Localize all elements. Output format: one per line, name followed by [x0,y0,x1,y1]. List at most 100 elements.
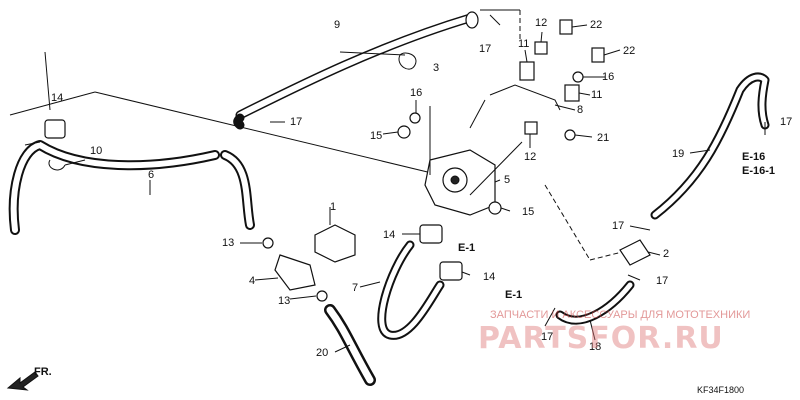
callout-13a: 13 [222,237,234,249]
callout-17f: 17 [780,116,792,128]
section-ref-e16: E-16 [742,151,765,163]
joint-2 [619,239,651,266]
leader-line [629,225,651,231]
clamp-14-low [439,261,463,281]
o-ring-13b [316,290,328,302]
fitting-12a [534,41,548,55]
leader-line [627,274,641,281]
front-arrow-label: FR. [34,366,52,378]
leader-line [461,271,471,276]
hose-20-inner [326,306,374,384]
section-ref-e16-1: E-16-1 [742,165,775,177]
leader-line [647,251,661,256]
hose-6 [8,140,220,235]
bolt-22a [559,19,573,35]
fitting-11b [564,84,580,102]
callout-12a: 12 [535,17,547,29]
section-ref-e1-upper: E-1 [458,242,475,254]
clamp-14-left [44,119,66,139]
hose-7 [377,240,445,340]
leader-line [578,92,591,96]
callout-14b: 14 [383,229,395,241]
callout-6: 6 [148,169,154,181]
leader-line [544,307,556,327]
fitting-12b [524,121,538,135]
callout-16b: 16 [602,71,614,83]
callout-17e: 17 [541,331,553,343]
leader-line [64,159,86,166]
callout-14c: 14 [483,271,495,283]
callout-20: 20 [316,347,328,359]
callout-14a: 14 [51,92,63,104]
callout-15a: 15 [370,130,382,142]
callout-22a: 22 [590,19,602,31]
leader-line [359,281,381,288]
hose-9-inner [237,15,473,118]
leader-line [689,149,711,154]
leader-line [571,24,588,28]
front-arrow-icon [6,371,39,391]
callout-11b: 11 [591,89,602,101]
leader-line [339,51,406,56]
leader-line [489,14,501,26]
callout-4: 4 [249,275,255,287]
washer-16b [572,71,584,83]
fitting-11a [519,61,535,81]
callout-1: 1 [330,201,336,213]
callout-13b: 13 [278,295,290,307]
hose-19 [650,72,770,220]
dashed-line [544,184,591,261]
leader-line [254,277,279,281]
bolt-22b [591,47,605,63]
callout-18: 18 [589,341,601,353]
callout-7: 7 [352,282,358,294]
callout-9: 9 [334,19,340,31]
callout-10: 10 [90,145,102,157]
hose-6-inner [10,142,218,233]
leader-line [603,49,621,56]
clip-3 [398,52,417,70]
leader-line [494,179,501,183]
leader-line [469,99,486,129]
leader-line [9,91,96,116]
callout-17a: 17 [479,43,491,55]
hose-9-fitting [465,11,479,29]
callout-15b: 15 [522,206,534,218]
fuel-pump-5-core [450,175,460,185]
callout-11a: 11 [518,38,529,50]
o-ring-13a [262,237,274,249]
callout-5: 5 [504,174,510,186]
leader-line [574,134,593,138]
hose-18-inner [557,282,633,323]
leader-line [469,141,523,196]
callout-21: 21 [597,132,609,144]
fuel-filter-1 [314,224,356,263]
leader-line [589,319,596,341]
callout-17b: 17 [290,116,302,128]
callout-19: 19 [672,148,684,160]
leader-line [500,207,511,212]
leader-line [289,295,317,300]
clip-10 [48,159,66,171]
clamp-14-mid [419,224,443,244]
hose-6-end [24,141,41,146]
drawing-code: KF34F1800 [697,385,744,395]
bolt-21 [564,129,576,141]
callout-17c: 17 [612,220,624,232]
leader-line [44,51,51,111]
watermark-logo: PARTSFOR.RU [478,321,724,356]
leader-line [524,49,528,63]
callout-2: 2 [663,248,669,260]
hose-9-end [233,113,245,130]
leader-line [540,31,543,43]
bracket-8 [489,84,561,111]
washer-16a [409,112,421,124]
part-4 [274,254,316,291]
hose-19-inner [652,74,768,218]
callout-17d: 17 [656,275,668,287]
callout-12b: 12 [524,151,536,163]
nut-15a [397,125,411,139]
callout-16a: 16 [410,87,422,99]
